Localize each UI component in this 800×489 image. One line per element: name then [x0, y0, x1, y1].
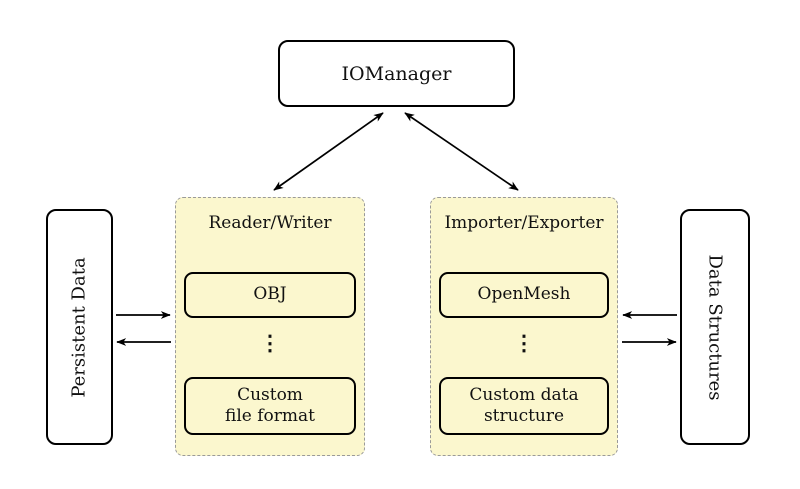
custom-file-format-node: Custom file format — [184, 377, 356, 435]
reader-writer-title: Reader/Writer — [208, 213, 332, 233]
obj-node: OBJ — [184, 272, 356, 318]
custom-data-structure-node: Custom data structure — [439, 377, 609, 435]
importer-exporter-group: Importer/Exporter OpenMesh ⋮ Custom data… — [430, 197, 618, 456]
iomanager-node: IOManager — [278, 40, 515, 107]
importer-exporter-ellipsis: ⋮ — [513, 330, 535, 355]
openmesh-node: OpenMesh — [439, 272, 609, 318]
custom-data-structure-line2: structure — [483, 406, 565, 426]
custom-file-format-line2: file format — [225, 406, 315, 426]
iomanager-label: IOManager — [341, 62, 452, 85]
data-structures-node: Data Structures — [680, 209, 750, 445]
obj-label: OBJ — [253, 284, 287, 305]
importer-exporter-title: Importer/Exporter — [444, 213, 604, 233]
persistent-data-label: Persistent Data — [69, 256, 91, 398]
openmesh-label: OpenMesh — [477, 284, 571, 305]
data-structures-label: Data Structures — [704, 253, 726, 401]
persistent-data-node: Persistent Data — [46, 209, 113, 445]
arrow-iomanager-readerwriter — [273, 112, 384, 191]
reader-writer-ellipsis: ⋮ — [259, 330, 281, 355]
custom-data-structure-line1: Custom data — [469, 384, 579, 405]
reader-writer-group: Reader/Writer OBJ ⋮ Custom file format — [175, 197, 365, 456]
custom-file-format-line1: Custom — [237, 384, 303, 405]
arrow-iomanager-importerexporter — [404, 112, 519, 191]
